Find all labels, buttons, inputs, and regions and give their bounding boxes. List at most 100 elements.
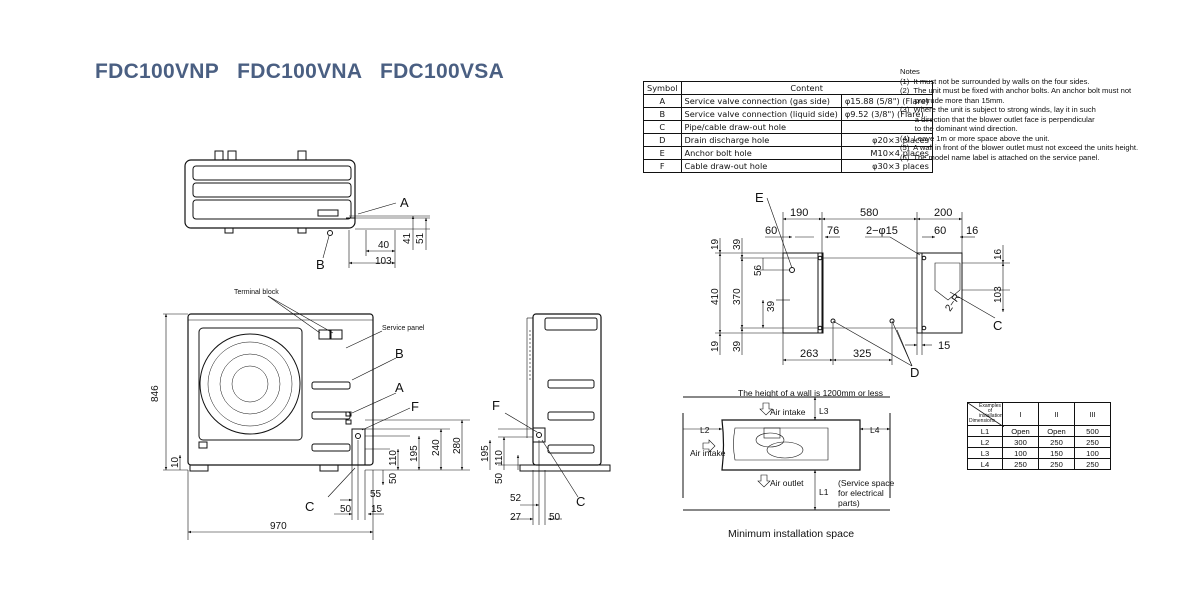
label-b-top: B bbox=[316, 257, 325, 272]
dim-top-103: 103 bbox=[375, 256, 392, 267]
label-air-intake-top: Air intake bbox=[770, 407, 806, 417]
label-c-base: C bbox=[993, 318, 1002, 333]
dim-base-60a: 60 bbox=[765, 225, 777, 237]
cell: 250 bbox=[1038, 458, 1075, 470]
label-a-top: A bbox=[400, 195, 409, 210]
dim-front-55: 55 bbox=[370, 489, 382, 500]
label-service-space-1: (Service space bbox=[838, 478, 894, 488]
table-row: F Cable draw-out hole φ30×3 places bbox=[643, 159, 933, 173]
symbol-table: Symbol Content A Service valve connectio… bbox=[643, 81, 933, 173]
dim-side-110: 110 bbox=[494, 450, 505, 466]
label-min-space: Minimum installation space bbox=[728, 528, 854, 540]
dim-base-370: 370 bbox=[732, 288, 743, 305]
dim-front-280: 280 bbox=[452, 437, 463, 454]
label-service-panel: Service panel bbox=[382, 325, 425, 332]
side-view bbox=[488, 313, 611, 525]
table-row: D Drain discharge hole φ20×3 places bbox=[643, 133, 933, 147]
installation-space-diagram bbox=[682, 396, 891, 511]
dim-base-2r: 2−R bbox=[943, 292, 963, 314]
label-e: E bbox=[755, 190, 764, 205]
table-row: L3 100 150 100 bbox=[967, 447, 1111, 459]
dim-front-240: 240 bbox=[431, 439, 442, 456]
dim-front-110: 110 bbox=[388, 450, 399, 466]
dim-top-41: 41 bbox=[402, 232, 413, 244]
dim-front-10: 10 bbox=[170, 456, 181, 468]
spec-cell: φ30×3 places bbox=[840, 159, 933, 173]
dim-front-50: 50 bbox=[340, 504, 352, 515]
label-l2: L2 bbox=[700, 425, 710, 435]
note-line: a direction that the blower outlet face … bbox=[900, 114, 1095, 124]
dim-base-60b: 60 bbox=[934, 225, 946, 237]
dim-base-76: 76 bbox=[827, 225, 839, 237]
dim-base-19b: 19 bbox=[710, 340, 721, 352]
dim-base-190: 190 bbox=[790, 207, 808, 219]
note-line: protrude more than 15mm. bbox=[900, 95, 1005, 105]
note-line: (3) Where the unit is subject to strong … bbox=[900, 105, 1096, 114]
note-line: (4) Leave 1m or more space above the uni… bbox=[900, 133, 1050, 143]
label-air-outlet: Air outlet bbox=[770, 478, 804, 488]
dim-base-325: 325 bbox=[853, 348, 871, 360]
table-row: L4 250 250 250 bbox=[967, 458, 1111, 470]
front-view bbox=[163, 295, 470, 540]
dim-base-263: 263 bbox=[800, 348, 818, 360]
row-label: L4 bbox=[967, 458, 1003, 470]
page-title: FDC100VNP FDC100VNA FDC100VSA bbox=[95, 60, 505, 83]
dim-side-50v: 50 bbox=[494, 472, 505, 484]
top-view bbox=[184, 150, 430, 268]
dim-base-39b: 39 bbox=[766, 300, 777, 312]
label-air-intake-left: Air intake bbox=[690, 448, 726, 458]
label-c-front: C bbox=[305, 499, 314, 514]
label-a-front: A bbox=[395, 380, 404, 395]
dim-base-56: 56 bbox=[753, 264, 764, 276]
notes-heading: Notes bbox=[900, 67, 920, 76]
dim-front-15: 15 bbox=[371, 504, 383, 515]
dim-base-580: 580 bbox=[860, 207, 878, 219]
dim-base-19a: 19 bbox=[710, 238, 721, 250]
dim-top-51: 51 bbox=[415, 232, 426, 244]
cell: 250 bbox=[1074, 458, 1111, 470]
dim-side-50: 50 bbox=[549, 512, 561, 523]
label-wall-height: The height of a wall is 1200mm or less bbox=[738, 388, 883, 398]
corner-top-label: Examples of installation bbox=[979, 403, 1003, 419]
note-line: (1) It must not be surrounded by walls o… bbox=[900, 76, 1090, 86]
dim-top-40: 40 bbox=[378, 240, 390, 251]
note-line: to the dominant wind direction. bbox=[900, 124, 1018, 133]
label-c-side: C bbox=[576, 494, 585, 509]
dim-base-200: 200 bbox=[934, 207, 952, 219]
label-terminal-block: Terminal block bbox=[234, 289, 279, 296]
table-row: E Anchor bolt hole M10×4 places bbox=[643, 146, 933, 160]
label-f-front: F bbox=[411, 399, 419, 414]
notes-block: Notes (1) It must not be surrounded by w… bbox=[900, 67, 1140, 162]
label-f-side: F bbox=[492, 398, 500, 413]
label-service-space-3: parts) bbox=[838, 498, 860, 508]
table-row: L2 300 250 250 bbox=[967, 436, 1111, 448]
dim-front-970: 970 bbox=[270, 521, 287, 532]
note-line: (5) A wall in front of the blower outlet… bbox=[900, 143, 1139, 152]
clearance-table: Examples of installation Dimensions I II… bbox=[967, 402, 1111, 470]
dim-side-52: 52 bbox=[510, 493, 522, 504]
label-d: D bbox=[910, 365, 919, 380]
table-row: C Pipe/cable draw-out hole bbox=[643, 120, 933, 134]
fan-grille bbox=[199, 333, 301, 435]
label-b-front: B bbox=[395, 346, 404, 361]
dim-base-39a: 39 bbox=[732, 238, 743, 250]
note-line: (2) The unit must be fixed with anchor b… bbox=[900, 86, 1132, 95]
dim-base-103: 103 bbox=[993, 286, 1004, 303]
dim-base-16a: 16 bbox=[966, 225, 978, 237]
dim-side-27: 27 bbox=[510, 512, 522, 523]
corner-cell: Examples of installation Dimensions bbox=[967, 402, 1004, 427]
table-row: B Service valve connection (liquid side)… bbox=[643, 107, 933, 121]
corner-bottom-label: Dimensions bbox=[969, 418, 996, 424]
dim-front-846: 846 bbox=[150, 385, 161, 402]
dim-front-50v: 50 bbox=[388, 472, 399, 484]
label-l3: L3 bbox=[819, 406, 829, 416]
dim-base-16b: 16 bbox=[993, 248, 1004, 260]
base-view bbox=[715, 197, 1010, 367]
note-line: (6) The model name label is attached on … bbox=[900, 152, 1100, 162]
label-service-space-2: for electrical bbox=[838, 488, 884, 498]
dim-side-195: 195 bbox=[480, 445, 491, 462]
dim-base-15: 15 bbox=[938, 340, 950, 352]
corner-diagonal bbox=[968, 403, 1004, 427]
dim-base-410: 410 bbox=[710, 288, 721, 305]
